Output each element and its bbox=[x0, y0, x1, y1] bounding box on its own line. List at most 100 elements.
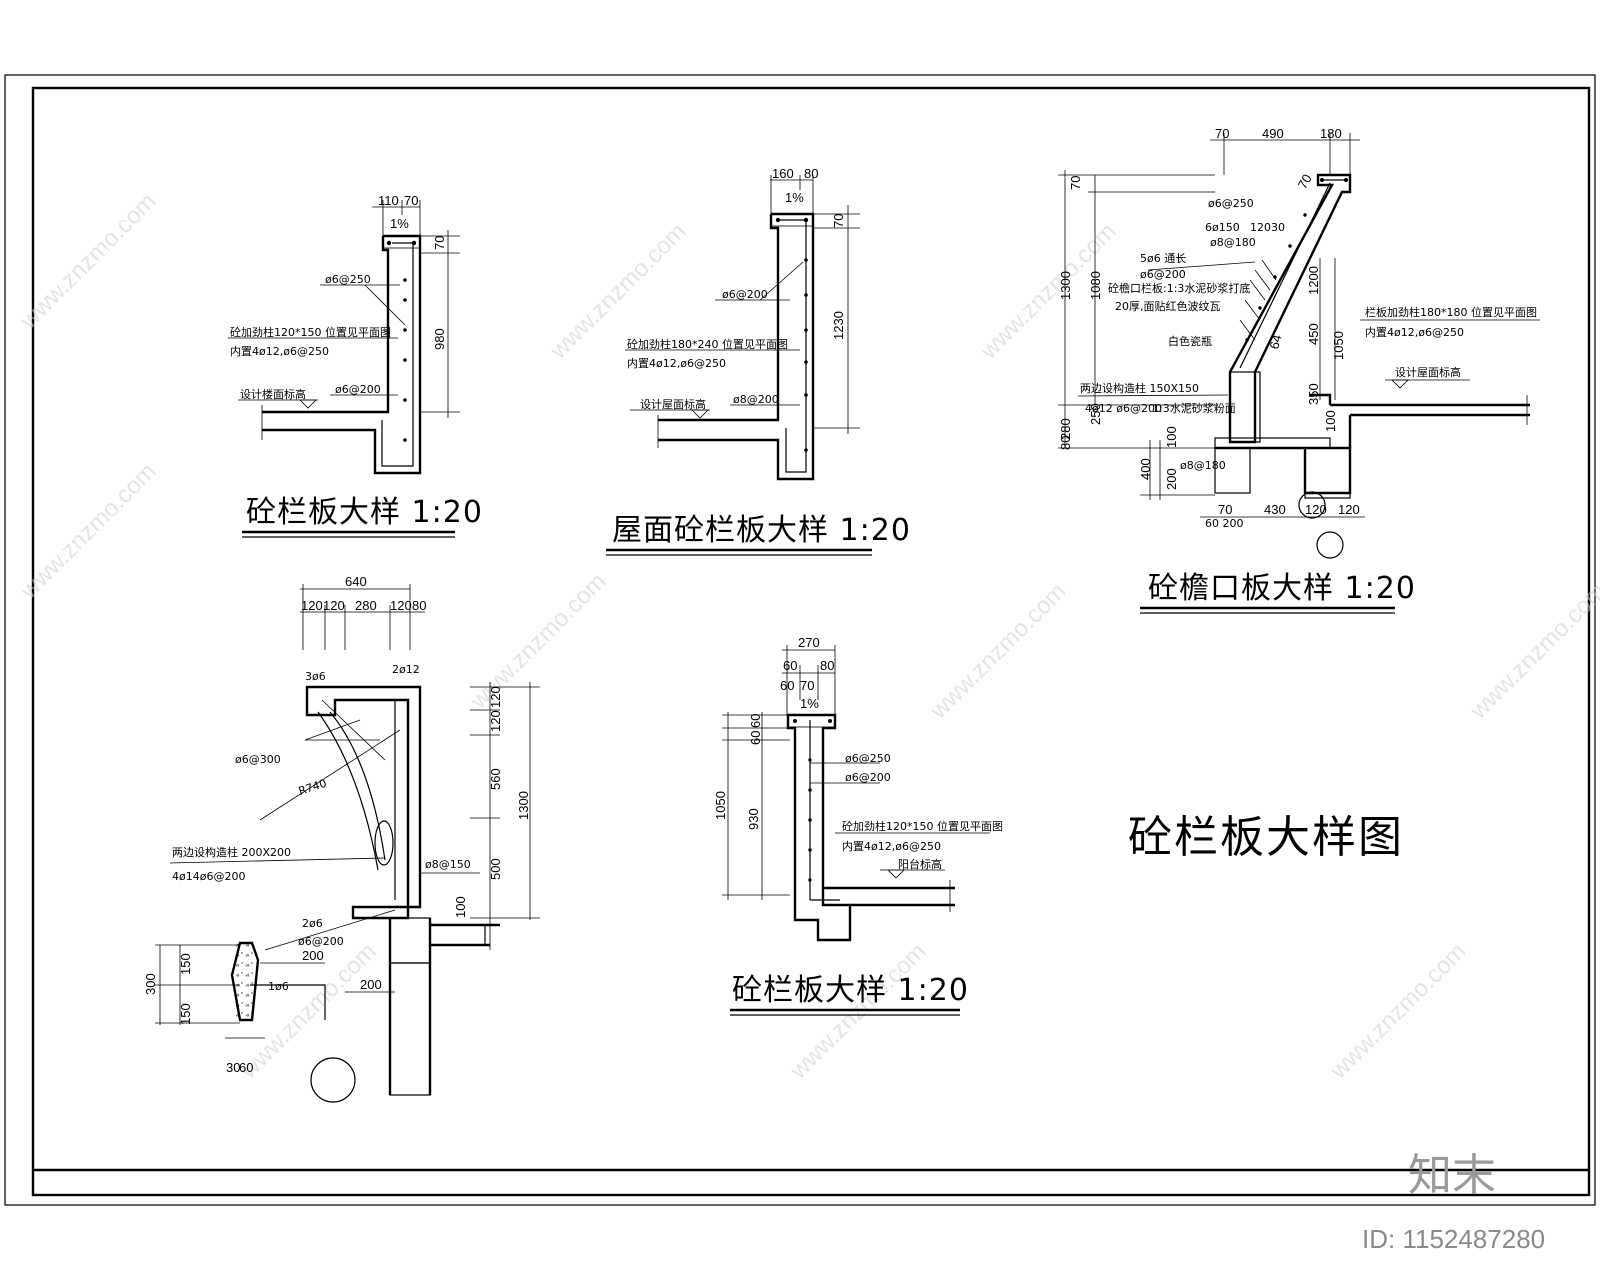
note-text: 内置4ø12,ø6@250 bbox=[230, 344, 329, 358]
note-text: 砼檐口栏板:1:3水泥砂浆打底 bbox=[1108, 281, 1250, 295]
dim-label: 70 bbox=[404, 193, 418, 208]
dim-label: 1080 bbox=[1088, 271, 1103, 300]
dim-label: 280 bbox=[1058, 418, 1073, 440]
dim-label: 200 bbox=[1164, 468, 1179, 490]
detail-title: 砼檐口板大样 1:20 bbox=[1148, 571, 1416, 606]
dim-label: 64 bbox=[1266, 333, 1284, 351]
detail-3: 70 490 180 70 70 1300 1080 280 250 80 12… bbox=[1058, 126, 1540, 614]
dim-label: 120 bbox=[301, 598, 323, 613]
dim-label: 110 bbox=[378, 193, 399, 208]
image-id: ID: 1152487280 bbox=[1362, 1224, 1545, 1254]
dim-label: 100 bbox=[453, 896, 468, 918]
dim-label: 930 bbox=[746, 808, 761, 830]
dim-label: 120 bbox=[488, 710, 503, 732]
note-text: 栏板加劲柱180*180 位置见平面图 bbox=[1365, 305, 1537, 319]
note-text: ø6@300 bbox=[235, 753, 281, 766]
dim-label: 70 bbox=[1295, 171, 1315, 191]
watermark-text: www.znzmo.com bbox=[14, 188, 161, 335]
note-text: ø6@250 bbox=[325, 273, 371, 286]
note-text: 内置4ø12,ø6@250 bbox=[627, 356, 726, 370]
dim-label: 160 bbox=[772, 166, 794, 181]
dim-label: 1% bbox=[800, 696, 819, 711]
dim-label: 980 bbox=[432, 328, 447, 350]
dim-label: 1050 bbox=[713, 791, 728, 820]
dim-label: 70 bbox=[1218, 502, 1232, 517]
note-text: 5ø6 通长 bbox=[1140, 252, 1186, 265]
detail-5: 270 60 80 60 70 1% 60 60 1050 930 ø6@250… bbox=[713, 635, 1003, 1016]
dim-label: 70 bbox=[1068, 176, 1083, 190]
note-text: 砼加劲柱180*240 位置见平面图 bbox=[627, 337, 788, 351]
watermark-text: www.znzmo.com bbox=[1324, 938, 1471, 1085]
dim-label: 120 bbox=[323, 598, 345, 613]
dim-label: 300 bbox=[143, 973, 158, 995]
dim-label: 150 bbox=[178, 953, 193, 975]
dim-label: 150 bbox=[178, 1003, 193, 1025]
note-text: R740 bbox=[297, 777, 328, 798]
note-text: 设计楼面标高 bbox=[240, 387, 306, 401]
note-text: ø8@200 bbox=[733, 393, 779, 406]
note-text: 内置4ø12,ø6@250 bbox=[842, 839, 941, 853]
note-text: 白色瓷瓶 bbox=[1168, 334, 1212, 348]
note-text: 4ø14ø6@200 bbox=[172, 870, 245, 883]
note-text: ø8@180 bbox=[1210, 236, 1256, 249]
dim-label: 640 bbox=[345, 574, 367, 589]
dim-label: 70 bbox=[831, 214, 846, 228]
note-text: 2ø6 bbox=[302, 917, 323, 930]
watermark-text: www.znzmo.com bbox=[14, 458, 161, 605]
detail-title: 砼栏板大样 1:20 bbox=[246, 495, 483, 530]
note-text: 20厚,面贴红色波纹瓦 bbox=[1115, 299, 1221, 313]
inner-frame bbox=[31, 86, 1591, 1197]
note-text: 2ø12 bbox=[392, 663, 420, 676]
dim-label: 180 bbox=[1320, 126, 1342, 141]
note-text: 60 200 bbox=[1205, 517, 1244, 530]
dim-label: 500 bbox=[488, 858, 503, 880]
dim-label: 450 bbox=[1306, 323, 1321, 345]
dim-label: 120 bbox=[488, 686, 503, 708]
outer-frame bbox=[4, 74, 1596, 1206]
sheet-title: 砼栏板大样图 bbox=[1128, 812, 1404, 863]
dim-label: 560 bbox=[488, 768, 503, 790]
dim-label: 80 bbox=[804, 166, 818, 181]
dim-label: 60 bbox=[748, 731, 763, 745]
dim-label: 60 bbox=[748, 714, 763, 728]
watermark-text: www.znzmo.com bbox=[1464, 578, 1600, 725]
note-text: 1ø6 bbox=[268, 980, 289, 993]
dim-label: 400 bbox=[1138, 458, 1153, 480]
dim-label: 80 bbox=[1058, 436, 1073, 450]
dim-label: 120 bbox=[1338, 502, 1360, 517]
dim-label: 1% bbox=[390, 216, 409, 231]
detail-1: 110 70 1% 70 980 ø6@250 砼加劲柱120*150 位置见平… bbox=[228, 193, 483, 538]
dim-label: 280 bbox=[355, 598, 377, 613]
note-text: 内置4ø12,ø6@250 bbox=[1365, 325, 1464, 339]
note-text: 1:3水泥砂浆粉面 bbox=[1152, 401, 1236, 415]
note-text: 6ø150 bbox=[1205, 221, 1240, 234]
note-text: 4ø12 ø6@200 bbox=[1085, 402, 1162, 415]
dim-label: 270 bbox=[798, 635, 820, 650]
note-text: 砼加劲柱120*150 位置见平面图 bbox=[230, 325, 391, 339]
note-text: ø8@150 bbox=[425, 858, 471, 871]
brand-logo: 知末 bbox=[1408, 1150, 1496, 1201]
dim-label: 60 bbox=[783, 658, 797, 673]
dim-label: 70 bbox=[800, 678, 814, 693]
note-text: ø6@250 bbox=[1208, 197, 1254, 210]
dim-label: 80 bbox=[820, 658, 834, 673]
dim-label: 490 bbox=[1262, 126, 1284, 141]
dim-label: 350 bbox=[1306, 383, 1321, 405]
dim-label: 1300 bbox=[516, 791, 531, 820]
dim-label: 70 bbox=[1215, 126, 1229, 141]
dim-label: 120 bbox=[390, 598, 412, 613]
note-text: 两边设构造柱 150X150 bbox=[1080, 381, 1199, 395]
note-text: 设计屋面标高 bbox=[640, 397, 706, 411]
dim-label: 30 bbox=[226, 1060, 240, 1075]
dim-label: 80 bbox=[412, 598, 426, 613]
watermark-text: www.znzmo.com bbox=[464, 568, 611, 715]
detail-2: 160 80 1% 70 1230 ø6@200 砼加劲柱180*240 位置见… bbox=[606, 166, 911, 556]
dim-label: 200 bbox=[302, 948, 324, 963]
dim-label: 250 bbox=[1088, 403, 1103, 425]
note-text: ø6@200 bbox=[722, 288, 768, 301]
watermark-text: www.znzmo.com bbox=[784, 938, 931, 1085]
watermark-text: www.znzmo.com bbox=[924, 578, 1071, 725]
note-text: ø6@200 bbox=[1140, 268, 1186, 281]
dim-label: 1230 bbox=[831, 311, 846, 340]
detail-title: 屋面砼栏板大样 1:20 bbox=[612, 513, 911, 548]
